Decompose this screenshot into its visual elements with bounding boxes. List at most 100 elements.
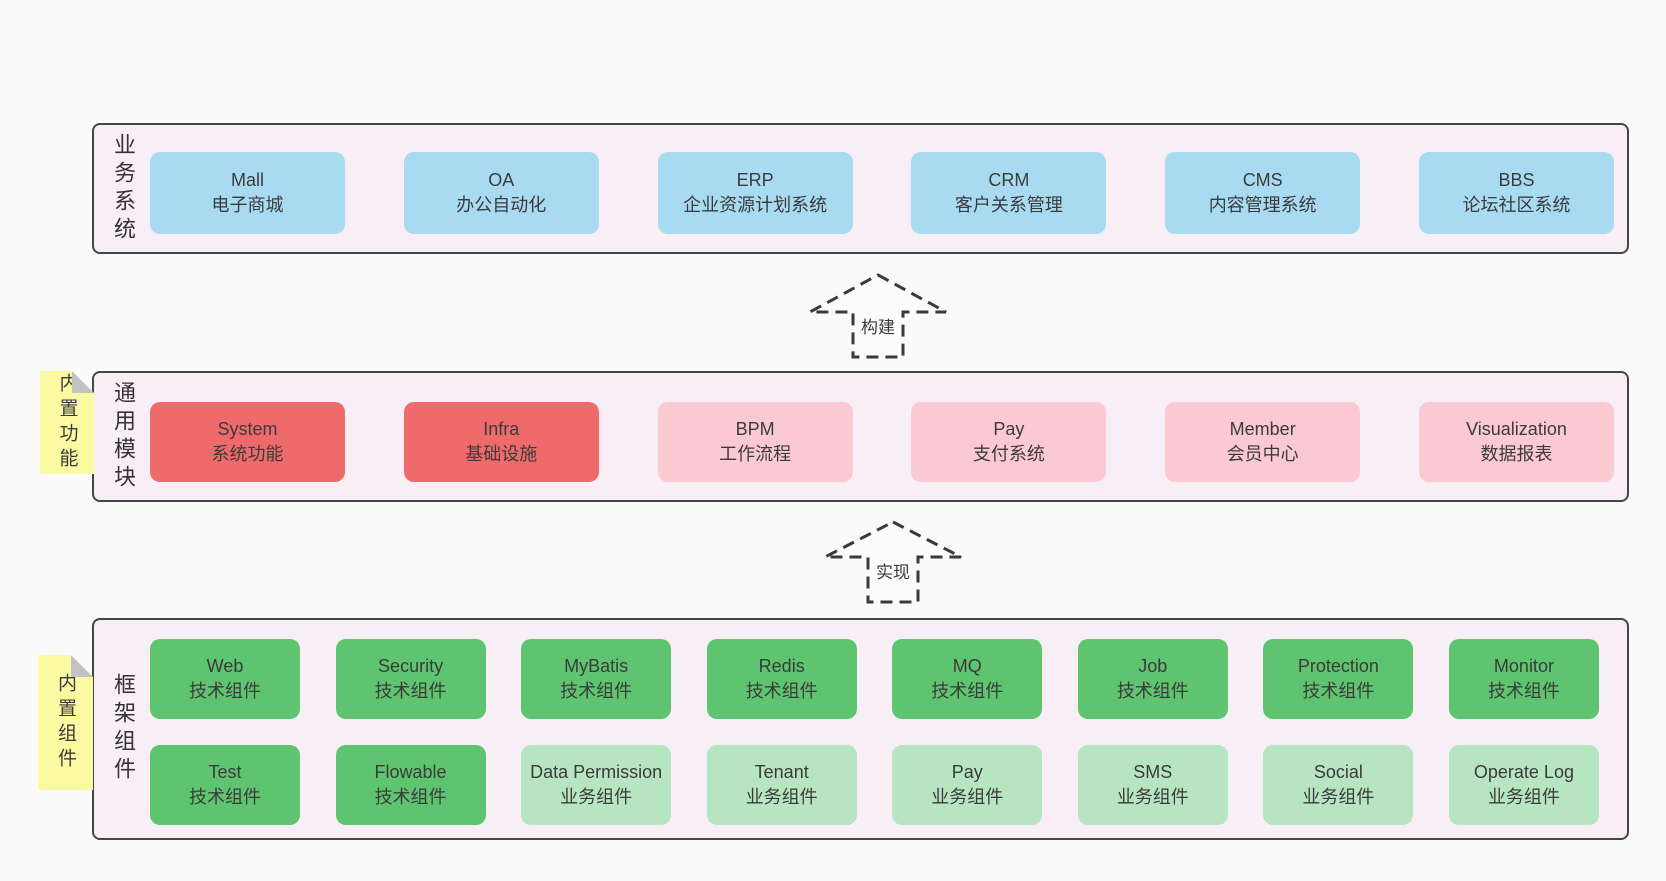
- sticky-built-in-features-label: 内置功能: [56, 372, 78, 473]
- box-subtitle: 业务组件: [560, 787, 633, 807]
- section-framework-components: 框架组件 Web 技术组件 Security 技术组件 MyBatis 技术组件…: [92, 618, 1629, 840]
- sticky-built-in-components-label: 内置组件: [55, 672, 76, 773]
- box-title: Security: [378, 655, 444, 676]
- box-title: Job: [1138, 655, 1168, 676]
- box-mq: MQ 技术组件: [892, 639, 1043, 719]
- box-title: BPM: [735, 418, 775, 439]
- box-subtitle: 技术组件: [1487, 681, 1560, 701]
- box-title: Pay: [993, 418, 1025, 439]
- section-label-common-modules: 通用模块: [111, 380, 136, 493]
- box-monitor: Monitor 技术组件: [1448, 639, 1599, 719]
- box-subtitle: 电子商城: [211, 195, 284, 215]
- arrow-build-label: 构建: [859, 313, 897, 338]
- business-systems-row: Mall 电子商城 OA 办公自动化 ERP 企业资源计划系统 CRM 客户关系…: [150, 152, 1614, 234]
- box-title: Web: [206, 655, 244, 676]
- section-label-framework-components: 框架组件: [111, 673, 136, 785]
- box-sms: SMS 业务组件: [1077, 745, 1228, 825]
- box-title: Data Permission: [530, 761, 663, 782]
- box-title: Pay: [951, 761, 983, 782]
- box-subtitle: 办公自动化: [456, 195, 547, 215]
- box-visualization: Visualization 数据报表: [1418, 402, 1614, 482]
- box-subtitle: 技术组件: [560, 681, 633, 701]
- box-subtitle: 业务组件: [1302, 787, 1375, 807]
- box-subtitle: 技术组件: [1116, 681, 1189, 701]
- box-subtitle: 技术组件: [374, 681, 447, 701]
- box-subtitle: 内容管理系统: [1208, 195, 1317, 215]
- box-title: Protection: [1297, 655, 1379, 676]
- box-cms: CMS 内容管理系统: [1165, 152, 1361, 234]
- section-label-business-systems: 业务系统: [111, 132, 136, 245]
- box-subtitle: 客户关系管理: [954, 195, 1063, 215]
- box-title: ERP: [736, 169, 774, 190]
- box-subtitle: 企业资源计划系统: [683, 195, 828, 215]
- box-subtitle: 数据报表: [1480, 444, 1553, 464]
- section-common-modules: 通用模块 System 系统功能 Infra 基础设施 BPM 工作流程 Pay…: [92, 371, 1629, 502]
- box-title: Flowable: [374, 761, 447, 782]
- section-business-systems: 业务系统 Mall 电子商城 OA 办公自动化 ERP 企业资源计划系统 CRM…: [92, 123, 1629, 254]
- box-bbs: BBS 论坛社区系统: [1418, 152, 1614, 234]
- box-subtitle: 支付系统: [972, 444, 1045, 464]
- box-subtitle: 技术组件: [189, 787, 261, 807]
- box-title: CMS: [1242, 169, 1283, 190]
- box-infra: Infra 基础设施: [403, 402, 599, 482]
- box-title: BBS: [1498, 169, 1535, 190]
- box-subtitle: 技术组件: [1302, 681, 1375, 701]
- box-title: SMS: [1133, 761, 1173, 782]
- box-subtitle: 系统功能: [211, 444, 284, 464]
- box-member: Member 会员中心: [1165, 402, 1361, 482]
- box-subtitle: 工作流程: [719, 444, 792, 464]
- box-crm: CRM 客户关系管理: [911, 152, 1107, 234]
- box-bpm: BPM 工作流程: [657, 402, 853, 482]
- framework-components-row-2: Test 技术组件 Flowable 技术组件 Data Permission …: [150, 745, 1599, 825]
- box-title: Operate Log: [1473, 761, 1574, 782]
- arrow-build: 构建: [807, 272, 949, 360]
- box-operate-log: Operate Log 业务组件: [1448, 745, 1599, 825]
- box-title: System: [217, 418, 278, 439]
- box-title: Visualization: [1466, 418, 1567, 439]
- box-web: Web 技术组件: [150, 639, 300, 719]
- box-subtitle: 基础设施: [465, 444, 538, 464]
- box-oa: OA 办公自动化: [403, 152, 599, 234]
- box-title: Member: [1229, 418, 1296, 439]
- box-test: Test 技术组件: [150, 745, 300, 825]
- box-security: Security 技术组件: [335, 639, 486, 719]
- box-title: Test: [208, 761, 242, 782]
- box-subtitle: 技术组件: [189, 681, 261, 701]
- common-modules-row: System 系统功能 Infra 基础设施 BPM 工作流程 Pay 支付系统…: [150, 402, 1614, 482]
- box-subtitle: 业务组件: [1487, 787, 1560, 807]
- box-title: Infra: [483, 418, 520, 439]
- box-subtitle: 业务组件: [931, 787, 1004, 807]
- sticky-built-in-components: 内置组件: [38, 655, 93, 790]
- box-title: CRM: [988, 169, 1030, 190]
- box-subtitle: 论坛社区系统: [1462, 195, 1571, 215]
- framework-components-row-1: Web 技术组件 Security 技术组件 MyBatis 技术组件 Redi…: [150, 639, 1599, 719]
- arrow-implement: 实现: [822, 519, 964, 605]
- box-social: Social 业务组件: [1263, 745, 1414, 825]
- box-title: Mall: [230, 169, 264, 190]
- box-title: Redis: [758, 655, 805, 676]
- box-data-permission: Data Permission 业务组件: [521, 745, 672, 825]
- box-title: Social: [1313, 761, 1363, 782]
- box-subtitle: 业务组件: [745, 787, 818, 807]
- box-mall: Mall 电子商城: [150, 152, 345, 234]
- box-title: Tenant: [754, 761, 809, 782]
- box-erp: ERP 企业资源计划系统: [657, 152, 853, 234]
- box-subtitle: 技术组件: [374, 787, 447, 807]
- box-mybatis: MyBatis 技术组件: [521, 639, 672, 719]
- box-subtitle: 技术组件: [931, 681, 1004, 701]
- box-title: OA: [488, 169, 515, 190]
- box-tenant: Tenant 业务组件: [706, 745, 857, 825]
- box-title: MyBatis: [564, 655, 629, 676]
- box-job: Job 技术组件: [1077, 639, 1228, 719]
- box-pay-biz: Pay 业务组件: [892, 745, 1043, 825]
- box-flowable: Flowable 技术组件: [335, 745, 486, 825]
- box-subtitle: 会员中心: [1226, 444, 1299, 464]
- box-title: Monitor: [1493, 655, 1554, 676]
- box-redis: Redis 技术组件: [706, 639, 857, 719]
- box-protection: Protection 技术组件: [1263, 639, 1414, 719]
- box-title: MQ: [952, 655, 982, 676]
- box-system: System 系统功能: [150, 402, 345, 482]
- box-subtitle: 业务组件: [1116, 787, 1189, 807]
- box-pay: Pay 支付系统: [911, 402, 1107, 482]
- arrow-implement-label: 实现: [874, 558, 912, 583]
